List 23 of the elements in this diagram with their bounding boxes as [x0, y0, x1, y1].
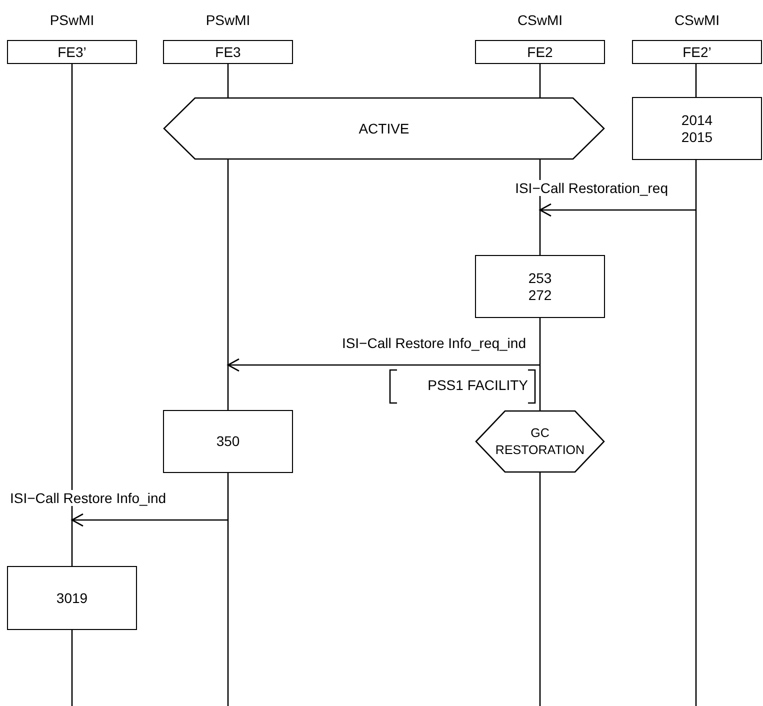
reference-number: 3019 — [56, 590, 88, 606]
comment-label: PSS1 FACILITY — [426, 377, 529, 393]
message-arrow — [227, 358, 540, 372]
reference-number: 253 — [528, 270, 552, 286]
instance-box: FE2’ — [632, 40, 762, 64]
message-arrow — [71, 513, 228, 527]
message-arrow — [539, 203, 696, 217]
message-label: ISI−Call Restore Info_ind — [8, 490, 168, 506]
instance-box: FE3’ — [7, 40, 137, 64]
reference-number: 350 — [216, 433, 240, 450]
instance-box: FE2 — [475, 40, 605, 64]
entity-title: CSwMI — [674, 12, 720, 28]
reference-number: 2015 — [681, 128, 713, 146]
state-label: ACTIVE — [358, 120, 410, 137]
state-label: GC RESTORATION — [494, 424, 586, 458]
entity-title: PSwMI — [206, 12, 250, 28]
entity-title: CSwMI — [517, 12, 563, 28]
instance-box: FE3 — [163, 40, 293, 64]
message-label: ISI−Call Restoration_req — [513, 180, 670, 196]
state-hexagon — [163, 97, 605, 160]
entity-title: PSwMI — [50, 12, 94, 28]
reference-number: 2014 — [681, 112, 713, 128]
reference-number: 272 — [528, 286, 552, 304]
